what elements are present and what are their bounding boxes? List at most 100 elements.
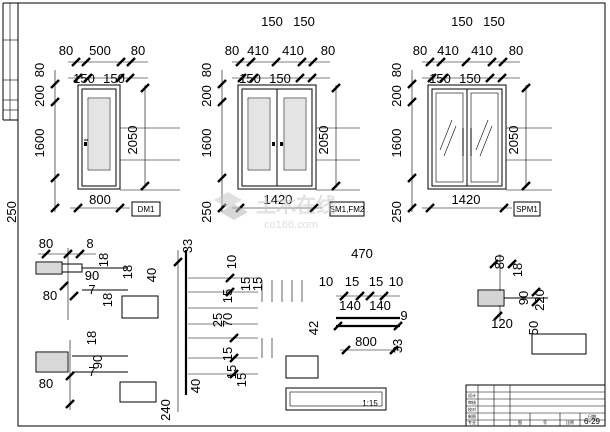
dm1-top-dim-3: 80 <box>131 43 145 58</box>
panel-dim-10: 10 <box>319 274 333 289</box>
frame-lower-dim-80: 80 <box>39 376 53 391</box>
spm1-overall-dim-1: 150 <box>451 14 473 29</box>
dm1-left-dim-2: 200 <box>32 85 47 107</box>
center-dim-25: 25 <box>210 313 225 327</box>
spm1-tag: SPM1 <box>516 205 538 214</box>
sm1-left-dim-1: 80 <box>199 63 214 77</box>
title-row-design: 设计 <box>468 392 476 398</box>
watermark: 土木在线 co188.com <box>214 192 336 231</box>
spm1-top-dim-3: 410 <box>471 43 493 58</box>
frame-dim-8: 8 <box>86 236 93 251</box>
center-dim-15b: 15 <box>238 277 253 291</box>
sill-dim-50: 50 <box>526 321 541 335</box>
spm1-bottom-dim: 1420 <box>452 192 481 207</box>
center-dim-240: 240 <box>158 399 173 421</box>
center-dim-15e: 15 <box>224 365 239 379</box>
dm1-bottom-dim: 800 <box>89 192 111 207</box>
spm1-inner-dim-1: 150 <box>429 71 451 86</box>
sm1-tag: SM1,FM2 <box>330 205 365 214</box>
sheet-number: 6-29 <box>584 417 601 426</box>
frame-dim-18b: 18 <box>100 293 115 307</box>
frame-dim-90: 90 <box>85 268 99 283</box>
title-footer-number: 号 <box>543 419 547 425</box>
panel-dim-140b: 140 <box>369 298 391 313</box>
spm1-left-dim-3: 1600 <box>389 129 404 158</box>
section-panel-detail: 470 10 15 15 10 140 140 42 9 800 33 <box>306 246 408 355</box>
frame-dim-18a: 18 <box>96 253 111 267</box>
frame-dim-7: 7 <box>88 282 95 297</box>
spm1-left-dim-1: 80 <box>389 63 404 77</box>
center-dim-33: 33 <box>180 239 195 253</box>
center-dim-15f: 15 <box>234 373 249 387</box>
sm1-top-dim-4: 80 <box>321 43 335 58</box>
dm1-top-dim-1: 80 <box>59 43 73 58</box>
dm1-tag: DM1 <box>138 205 155 214</box>
frame-dim-80b: 80 <box>43 288 57 303</box>
frame-dim-18c: 18 <box>120 265 135 279</box>
center-dim-15a: 15 <box>220 289 235 303</box>
title-footer-date: 日期 <box>588 413 596 419</box>
spm1-top-dim-1: 80 <box>413 43 427 58</box>
spm1-inner-dim-2: 150 <box>459 71 481 86</box>
panel-dim-9: 9 <box>400 308 407 323</box>
center-dim-15c: 15 <box>250 277 265 291</box>
section-sill-detail: 80 18 90 220 120 50 <box>477 254 587 355</box>
dm1-left-dim-1: 80 <box>32 63 47 77</box>
dm1-inner-dim-2: 150 <box>103 71 125 86</box>
sill-dim-120: 120 <box>491 316 513 331</box>
panel-overall-dim: 470 <box>351 246 373 261</box>
door-elevation-spm1: 150 150 80 410 410 80 150 150 80 200 160… <box>389 14 552 223</box>
sill-dim-18: 18 <box>510 263 525 277</box>
sm1-top-dim-3: 410 <box>282 43 304 58</box>
panel-dim-10b: 10 <box>389 274 403 289</box>
sm1-bottom-dim: 1420 <box>264 192 293 207</box>
panel-dim-140a: 140 <box>339 298 361 313</box>
sm1-top-dim-1: 80 <box>225 43 239 58</box>
frame-lower-dim-18: 18 <box>84 331 99 345</box>
watermark-brand: 土木在线 <box>256 193 336 217</box>
watermark-url: co188.com <box>264 219 318 231</box>
panel-dim-15a: 15 <box>345 274 359 289</box>
frame-lower-dim-7: 7 <box>88 364 95 379</box>
frame-dim-80: 80 <box>39 236 53 251</box>
sm1-overall-dim-1: 150 <box>261 14 283 29</box>
sm1-right-dim: 2050 <box>316 126 331 155</box>
spm1-left-dim-2: 200 <box>389 85 404 107</box>
panel-dim-42: 42 <box>306 321 321 335</box>
sm1-left-dim-2: 200 <box>199 85 214 107</box>
title-row-draw: 制图 <box>468 413 476 419</box>
sheet-frame <box>2 2 606 427</box>
title-block: 设计 审核 校对 制图 专业 图 号 比例 日期 6-29 <box>465 384 606 427</box>
center-dim-40: 40 <box>188 379 203 393</box>
spm1-right-dim: 2050 <box>506 126 521 155</box>
center-dim-10: 10 <box>224 255 239 269</box>
frame-dim-40: 40 <box>144 268 159 282</box>
dm1-inner-dim-1: 150 <box>73 71 95 86</box>
sm1-left-dim-3: 1600 <box>199 129 214 158</box>
panel-dim-15b: 15 <box>369 274 383 289</box>
spm1-overall-dim-2: 150 <box>483 14 505 29</box>
dm1-right-dim: 2050 <box>125 126 140 155</box>
sm1-inner-dim-1: 150 <box>239 71 261 86</box>
spm1-top-dim-4: 80 <box>509 43 523 58</box>
sm1-top-dim-2: 410 <box>247 43 269 58</box>
title-footer-scale: 比例 <box>566 419 574 425</box>
title-row-check: 校对 <box>468 406 476 412</box>
sm1-overall-dim-2: 150 <box>293 14 315 29</box>
scale-note: 1:15 <box>362 399 378 408</box>
sill-dim-80: 80 <box>492 255 507 269</box>
spm1-top-dim-2: 410 <box>437 43 459 58</box>
dm1-left-dim-4: 250 <box>4 201 19 223</box>
frame-lower-dim-90: 90 <box>90 355 105 369</box>
door-elevation-dm1: 80 500 80 150 150 80 200 1600 250 2050 <box>4 43 180 223</box>
title-footer-drawing: 图 <box>518 419 522 425</box>
center-dim-15d: 15 <box>220 347 235 361</box>
spm1-left-dim-4: 250 <box>389 201 404 223</box>
door-elevation-sm1-fm2: 150 150 80 410 410 80 150 150 80 200 160… <box>199 14 365 223</box>
title-row-review: 审核 <box>468 399 476 405</box>
sill-dim-90: 90 <box>516 291 531 305</box>
dm1-top-dim-2: 500 <box>89 43 111 58</box>
sm1-left-dim-4: 250 <box>199 201 214 223</box>
dm1-left-dim-3: 1600 <box>32 129 47 158</box>
